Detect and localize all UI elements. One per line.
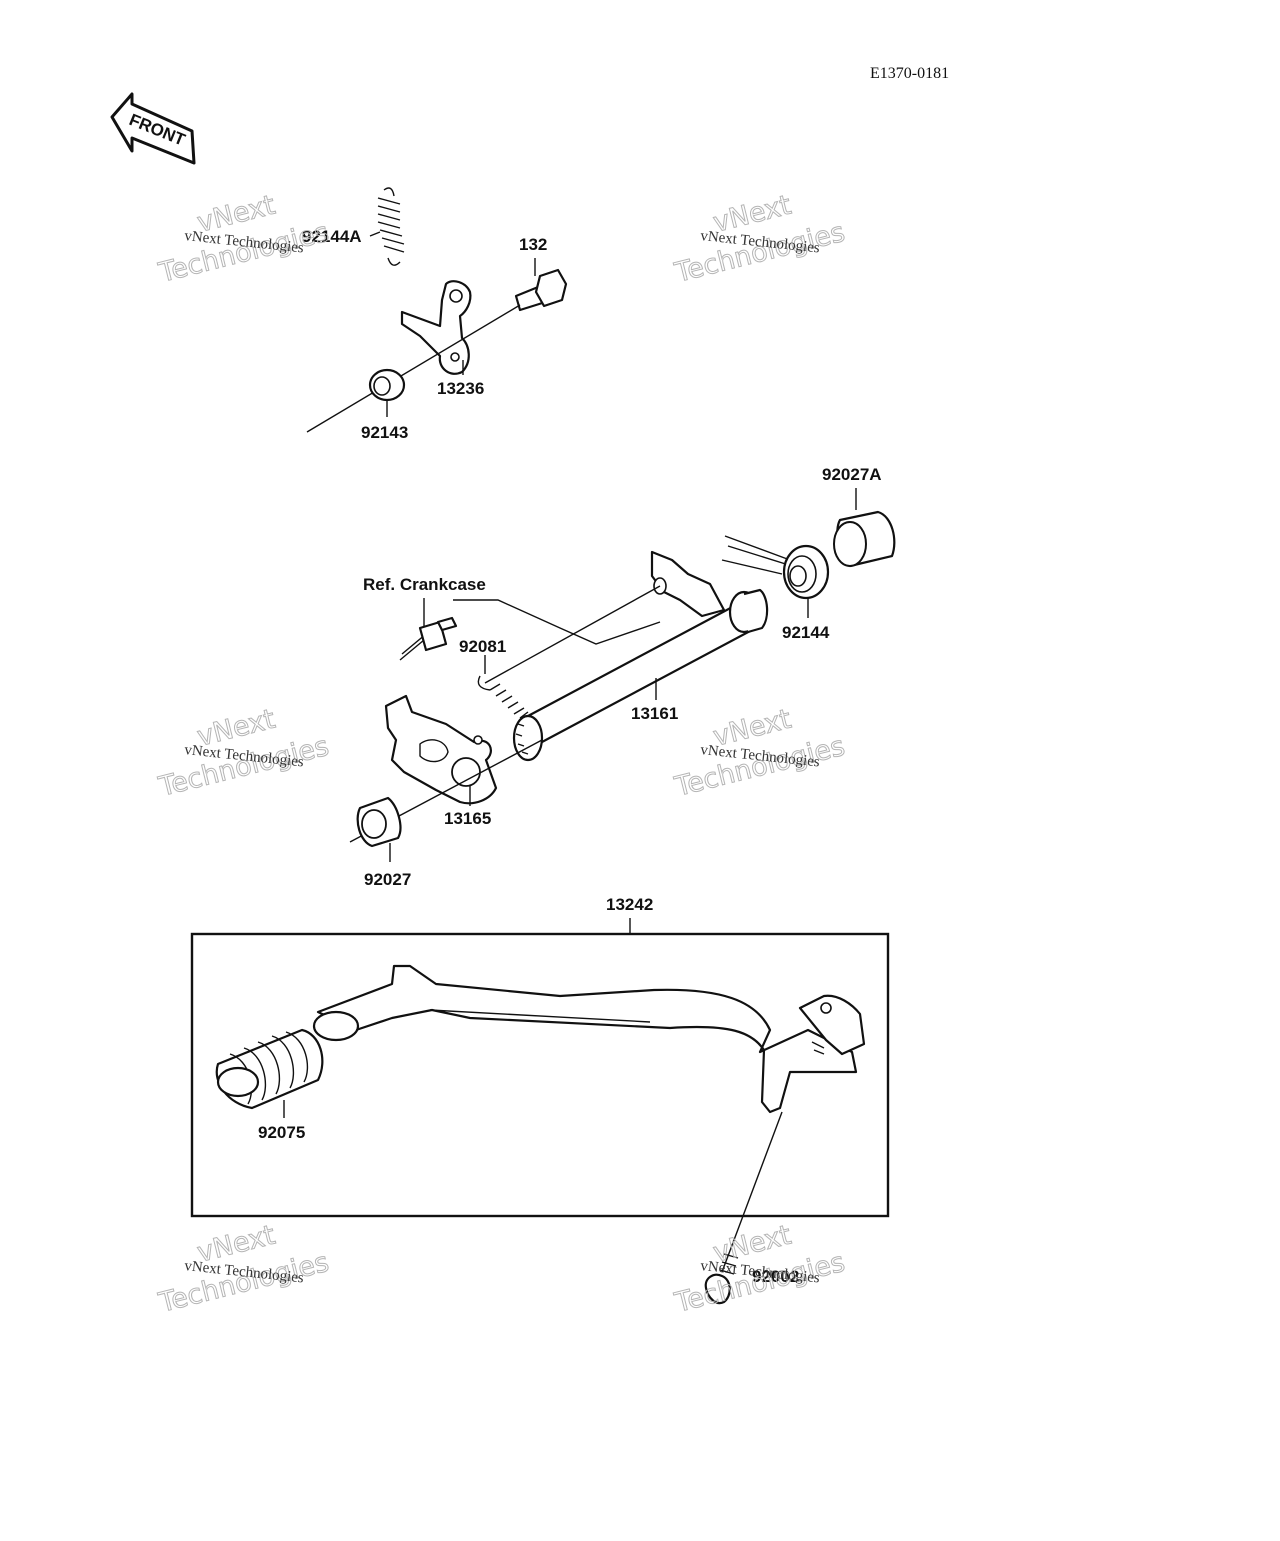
label-13165: 13165 <box>444 809 491 828</box>
assembly-box-13242 <box>190 932 890 1218</box>
bolt-92002 <box>704 1253 739 1305</box>
spring-92144A <box>377 187 405 266</box>
label-132: 132 <box>519 235 547 254</box>
label-92027A: 92027A <box>822 465 882 484</box>
rubber-92075 <box>215 1028 324 1110</box>
label-92144: 92144 <box>782 623 830 642</box>
watermark-5: vNext Technologies vNext Technologies <box>155 1219 333 1319</box>
front-arrow-icon: FRONT <box>110 92 196 165</box>
watermark-2: vNext Technologies vNext Technologies <box>671 189 849 289</box>
plate-13236 <box>400 280 472 375</box>
bolt-132 <box>514 268 568 312</box>
shaft-13161 <box>512 550 769 762</box>
watermark-6: vNext Technologies vNext Technologies <box>671 1219 849 1319</box>
spring-92144 <box>721 535 830 600</box>
watermark-1: vNext Technologies vNext Technologies <box>155 189 333 289</box>
watermark-3: vNext Technologies vNext Technologies <box>155 703 333 803</box>
diagram-code: E1370-0181 <box>870 65 949 82</box>
watermark-4: vNext Technologies vNext Technologies <box>671 703 849 803</box>
label-13161: 13161 <box>631 704 678 723</box>
label-92002: 92002 <box>752 1267 799 1286</box>
washer-92027 <box>356 796 402 848</box>
washer-92143 <box>368 368 406 402</box>
label-92143: 92143 <box>361 423 408 442</box>
spring-92081 <box>477 675 529 719</box>
label-92081: 92081 <box>459 637 506 656</box>
pedal-lever-13242 <box>312 964 866 1114</box>
collar-92027A <box>833 510 896 568</box>
label-92075: 92075 <box>258 1123 305 1142</box>
plate-13165 <box>384 694 498 805</box>
label-ref-crankcase: Ref. Crankcase <box>363 575 486 594</box>
stud-ref-crankcase <box>399 616 458 661</box>
label-92144A: 92144A <box>302 227 362 246</box>
label-92027: 92027 <box>364 870 411 889</box>
label-13242: 13242 <box>606 895 653 914</box>
label-13236: 13236 <box>437 379 484 398</box>
